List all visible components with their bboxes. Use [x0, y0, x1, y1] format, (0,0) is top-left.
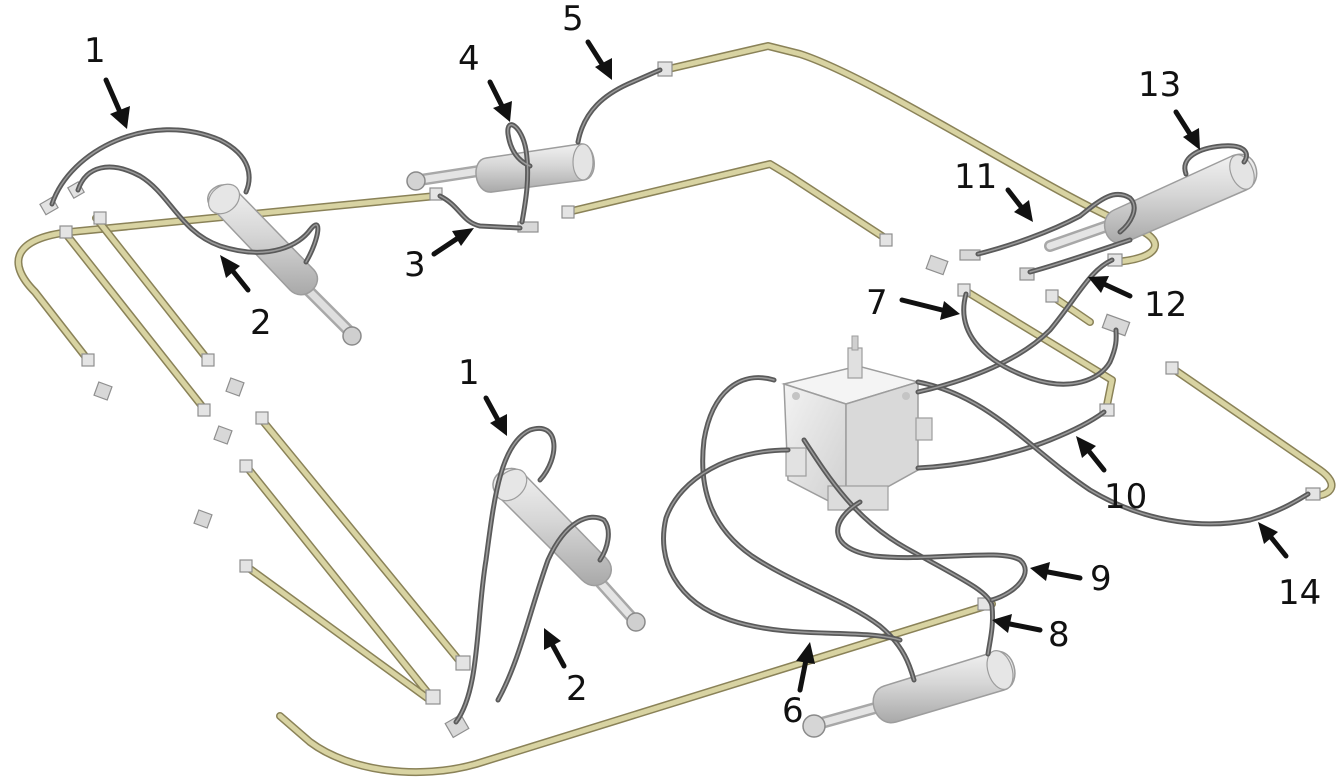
- pipe-left-diagonal-d: [242, 462, 436, 702]
- label-3: 3: [404, 245, 426, 285]
- label-7: 7: [866, 283, 888, 323]
- hose-11b: [1027, 237, 1133, 275]
- label-6: 6: [782, 691, 804, 731]
- hose-13: [1182, 143, 1249, 177]
- arrow-10: [1076, 436, 1107, 473]
- arrow-14: [1258, 522, 1289, 559]
- label-11: 11: [954, 157, 997, 197]
- arrow-11: [1005, 187, 1033, 222]
- arrow-8: [992, 614, 1043, 633]
- arrow-2-top: [220, 255, 251, 293]
- hose-4: [505, 122, 533, 225]
- pipe-top-middle: [564, 160, 892, 244]
- hose-5: [575, 67, 663, 145]
- hose-6: [700, 375, 917, 683]
- hose-3: [437, 193, 523, 231]
- label-5: 5: [562, 0, 584, 39]
- label-8: 8: [1048, 615, 1070, 655]
- cylinder-bottom: [802, 650, 1016, 738]
- hose-14: [915, 379, 1311, 527]
- label-4: 4: [458, 39, 480, 79]
- arrow-1-top: [103, 77, 130, 129]
- cylinder-top-center: [406, 143, 595, 193]
- hose-11: [975, 191, 1137, 257]
- label-1-top: 1: [84, 31, 106, 71]
- label-9: 9: [1090, 559, 1112, 599]
- callout-labels: 1 2 3 4 5 1 2 6 7 8 9 10 11 12 13 14: [84, 0, 1321, 731]
- label-14: 14: [1278, 573, 1321, 613]
- pipe-right-14: [1168, 364, 1336, 500]
- label-2-top: 2: [250, 303, 272, 343]
- arrow-4: [487, 79, 512, 122]
- hose-2-mid: [495, 514, 611, 703]
- arrow-13: [1173, 109, 1200, 150]
- pipe-right-7: [960, 286, 1116, 414]
- pipe-bottom-loop: [276, 600, 996, 777]
- arrow-6: [796, 642, 815, 693]
- valve-block: [781, 335, 933, 512]
- arrow-3: [431, 228, 474, 257]
- arrow-12: [1088, 276, 1133, 299]
- pipe-left-diagonal-a: [62, 230, 209, 414]
- rigid-pipes: [14, 42, 1336, 777]
- pipe-left-diagonal-c: [258, 416, 466, 668]
- cylinder-middle: [492, 467, 646, 632]
- pipe-top-long: [660, 42, 1159, 266]
- label-2-mid: 2: [566, 669, 588, 709]
- arrow-5: [585, 39, 612, 80]
- callout-arrows: [103, 39, 1289, 693]
- arrow-2-mid: [544, 628, 567, 669]
- label-13: 13: [1138, 65, 1181, 105]
- hose-12: [915, 257, 1115, 395]
- hose-9: [835, 499, 1028, 603]
- pipe-left-diagonal-b: [92, 214, 212, 364]
- hose-6b: [661, 447, 903, 643]
- label-1-mid: 1: [458, 353, 480, 393]
- hose-8: [801, 437, 995, 657]
- arrow-9: [1030, 562, 1083, 581]
- arrow-7: [899, 297, 960, 320]
- cylinder-top-left: [207, 183, 362, 346]
- hose-2-top: [75, 164, 321, 265]
- label-10: 10: [1104, 477, 1147, 517]
- hose-1-mid: [453, 425, 557, 725]
- hose-10: [915, 409, 1107, 471]
- cylinder-top-right: [1044, 153, 1258, 252]
- fittings: [39, 61, 1321, 739]
- label-12: 12: [1144, 285, 1187, 325]
- hoses: [49, 67, 1311, 725]
- pipe-left-diagonal-e: [242, 562, 434, 704]
- hose-1-top: [49, 127, 252, 207]
- arrow-1-mid: [483, 395, 507, 436]
- hose-7: [961, 291, 1119, 387]
